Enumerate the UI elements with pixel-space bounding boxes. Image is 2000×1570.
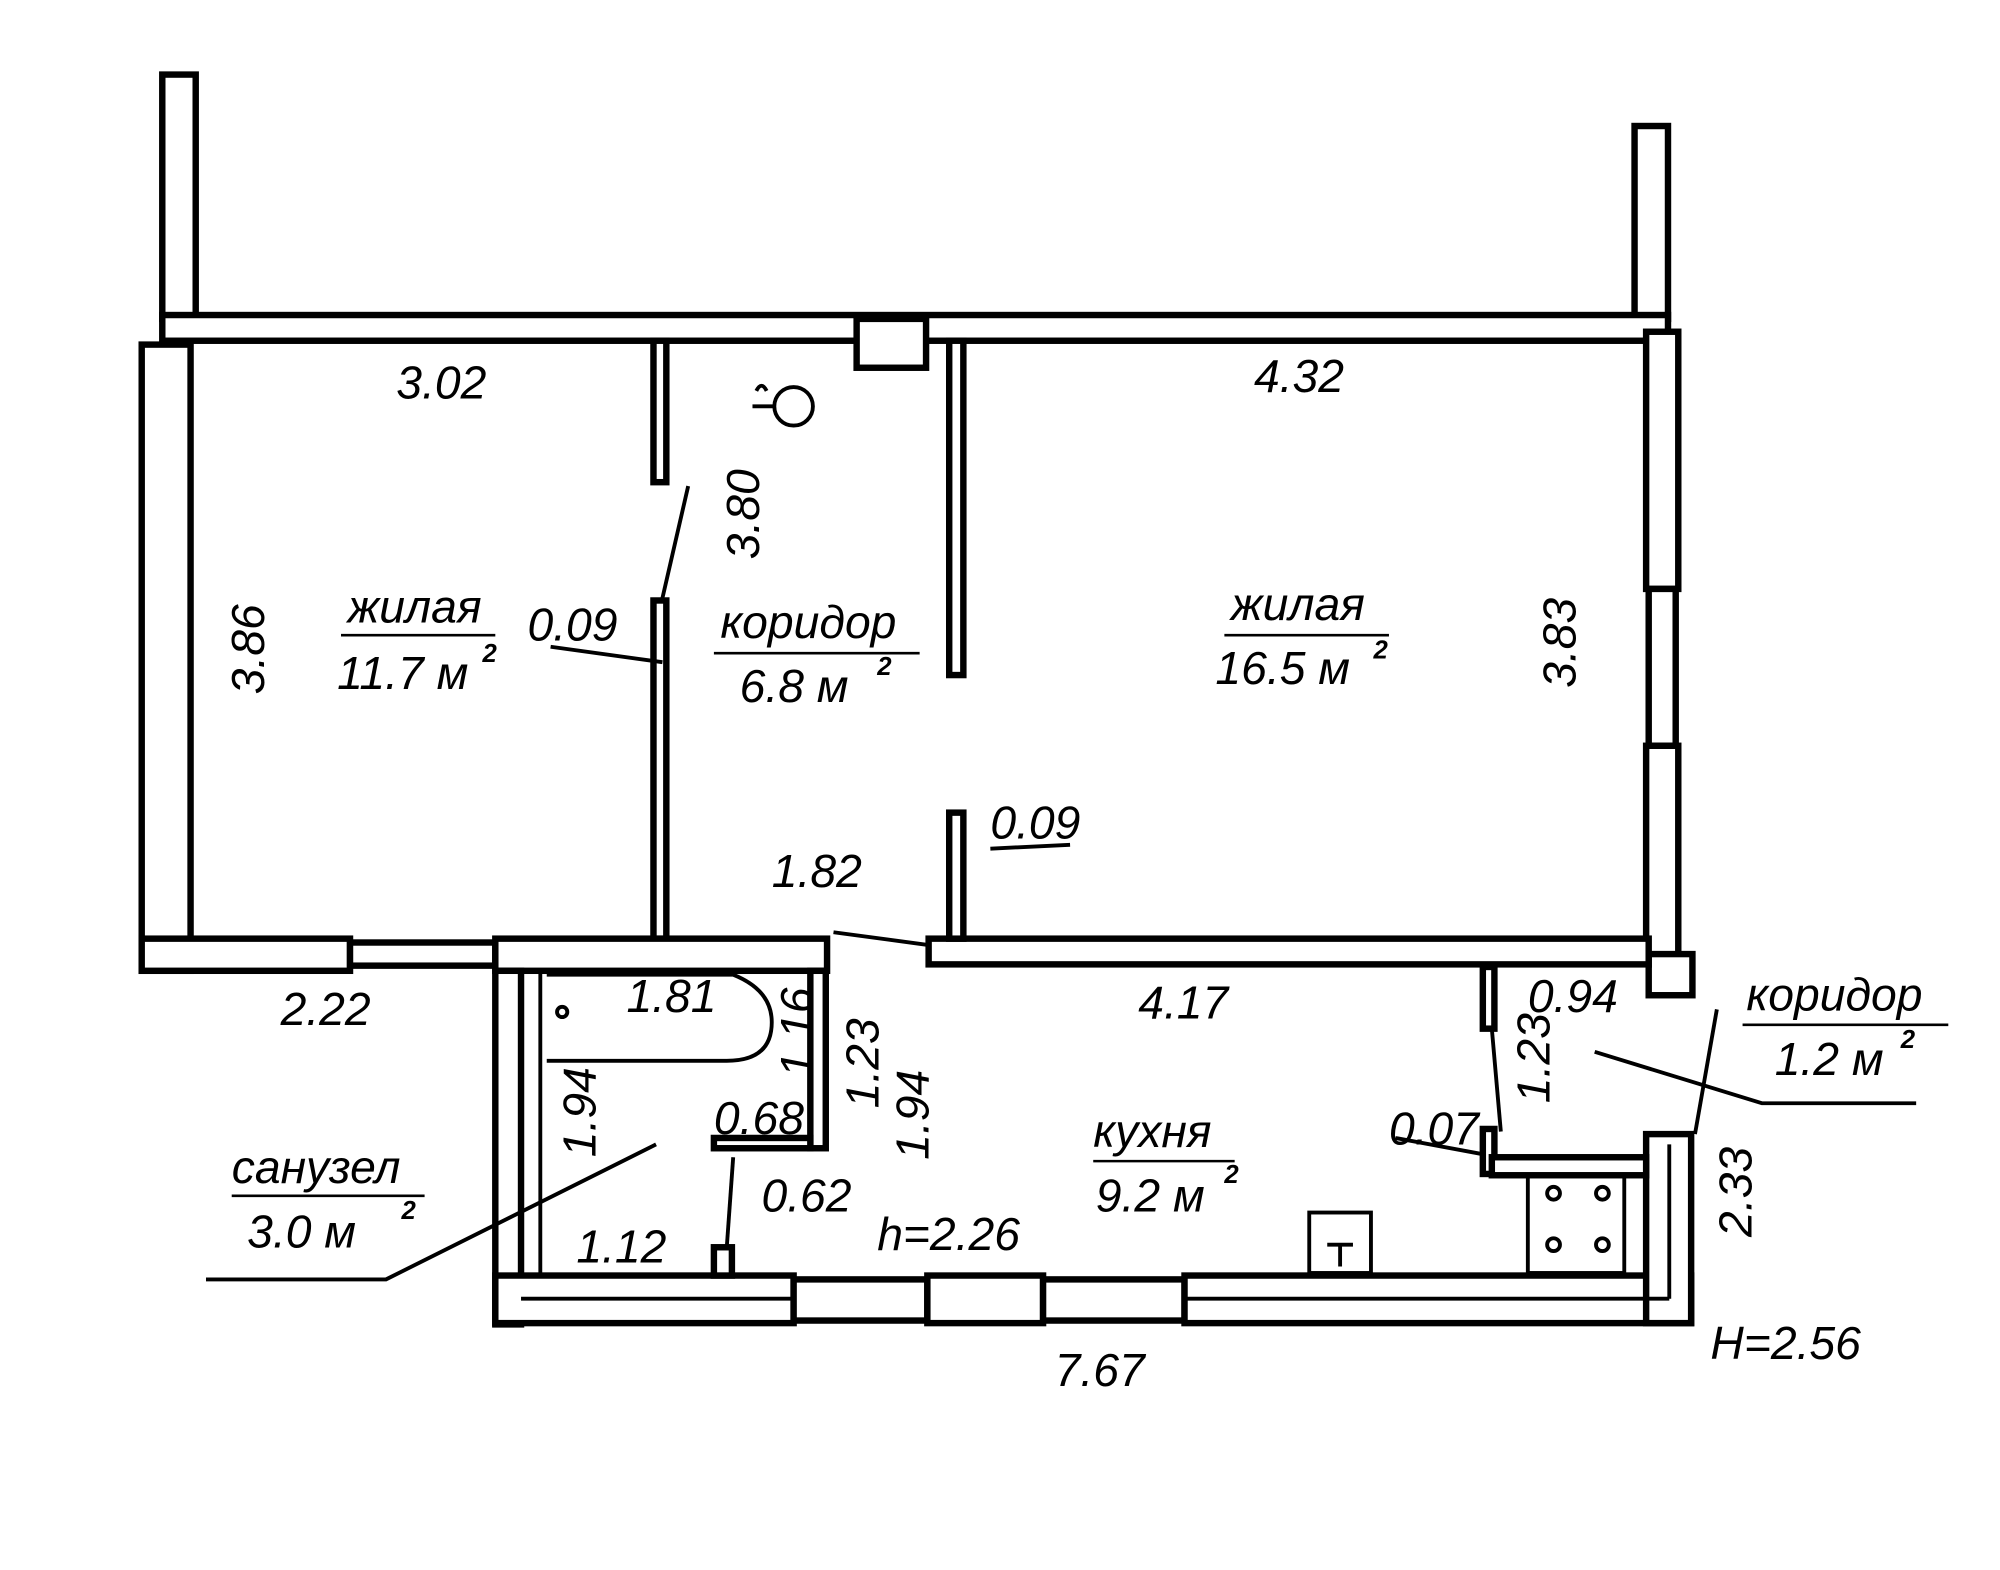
room-area-kitchen: 9.2 м [1096,1169,1205,1221]
room-area-corridor-small: 1.2 м [1775,1033,1884,1085]
room-name-corridor-small: коридор [1746,969,1922,1021]
window [1645,585,1679,749]
room-area-living-small: 11.7 м [337,647,468,699]
dimension: 1.94 [887,1070,939,1160]
bathtub [546,972,774,1063]
room-name-kitchen: кухня [1093,1105,1211,1157]
dimension: 1.23 [836,1018,888,1108]
dimension: 3.80 [717,469,769,559]
dimensions: 3.02 4.32 3.86 3.80 3.83 0.09 0.09 1.82 … [222,350,1861,1396]
dimension: 3.02 [396,357,486,409]
room-name-corridor-main: коридор [720,596,896,648]
dimension: 0.94 [1528,970,1618,1022]
dimension: 1.82 [772,845,862,897]
room-area-corridor-main: 6.8 м [740,660,849,712]
ceiling-height: H=2.56 [1710,1317,1861,1369]
area-unit-sup: 2 [1373,636,1389,664]
window [346,939,499,969]
dimension: 1.12 [576,1221,666,1273]
area-unit-sup: 2 [1223,1161,1239,1189]
window [790,1276,931,1324]
ventilation-shaft [853,315,930,371]
window [1039,1276,1188,1324]
stove [1525,1173,1627,1275]
dimension: 0.62 [761,1169,851,1221]
area-unit-sup: 2 [1900,1026,1916,1054]
room-area-living-large: 16.5 м [1215,642,1350,694]
bathtub-drain [555,1004,570,1020]
kitchen-height: h=2.26 [877,1208,1020,1260]
dimension: 1.81 [626,970,716,1022]
dimension: 0.07 [1389,1102,1481,1154]
dimension: 3.86 [222,604,274,694]
dimension: 4.32 [1254,350,1344,402]
dimension: 0.09 [527,598,617,650]
overall-width: 7.67 [1055,1344,1147,1396]
area-unit-sup: 2 [876,653,892,681]
area-unit-sup: 2 [481,640,497,668]
dimension: 0.68 [714,1092,804,1144]
leader-lines [205,485,1949,1282]
room-name-living-small: жилая [345,580,481,632]
dimension: 1.94 [554,1067,606,1157]
sink [1307,1210,1373,1275]
room-name-living-large: жилая [1229,578,1365,630]
room-name-bathroom: санузел [232,1141,401,1193]
dimension: 1.16 [771,987,823,1077]
dimension: 4.17 [1138,976,1230,1028]
area-unit-sup: 2 [400,1197,416,1225]
room-area-bathroom: 3.0 м [247,1205,356,1257]
electric-meter-icon [752,383,815,428]
dimension: 1.23 [1508,1013,1560,1103]
dimension: 2.33 [1710,1147,1762,1238]
dimension: 2.22 [280,983,371,1035]
dimension: 0.09 [990,796,1080,848]
dimension: 3.83 [1533,598,1585,688]
walls [138,71,1696,1328]
